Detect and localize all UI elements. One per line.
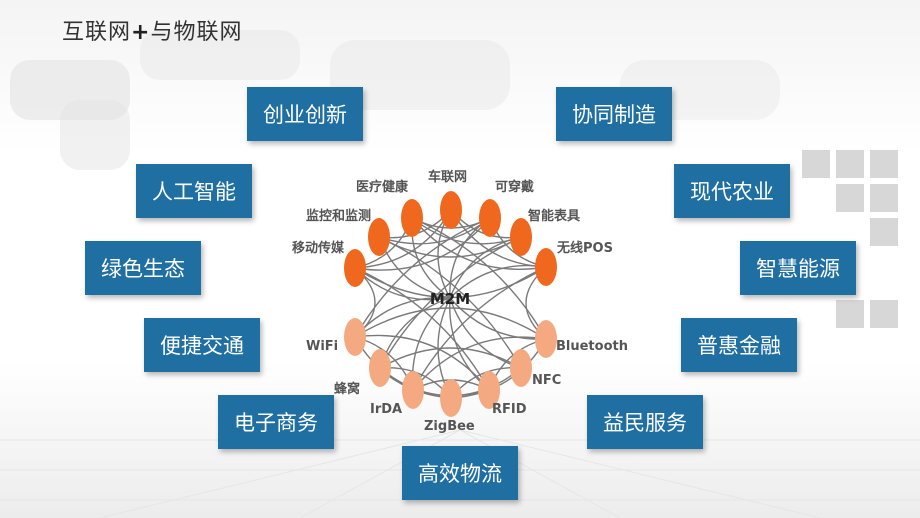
m2m-center-label: M2M (430, 290, 470, 308)
network-link (412, 336, 547, 391)
title-plus: + (131, 20, 151, 45)
top-5-node (510, 218, 532, 256)
network-link (411, 217, 547, 340)
top-2-node (401, 199, 423, 237)
top-0-node (344, 249, 366, 287)
title-part2: 与物联网 (150, 20, 243, 45)
network-link (449, 297, 522, 369)
box-xietong[interactable]: 协同制造 (556, 87, 672, 141)
network-link (411, 217, 522, 245)
bottom-0-label: WiFi (306, 339, 338, 354)
network-link (449, 297, 547, 340)
bottom-0-node (344, 318, 366, 356)
box-lvse[interactable]: 绿色生态 (85, 241, 201, 295)
network-link (378, 217, 491, 245)
top-3-label: 车联网 (428, 169, 467, 185)
top-4-node (479, 199, 501, 237)
network-link (412, 266, 547, 391)
top-1-label: 监控和监测 (306, 208, 371, 224)
box-puhui[interactable]: 普惠金融 (681, 318, 797, 372)
bottom-1-label: 蜂窝 (334, 381, 360, 397)
top-0-label: 移动传媒 (292, 240, 345, 256)
top-1-node (368, 218, 390, 256)
bottom-5-label: NFC (532, 373, 561, 388)
bottom-1-node (369, 349, 391, 387)
bottom-6-label: Bluetooth (556, 339, 628, 354)
network-link (354, 307, 547, 340)
box-gaoxiao[interactable]: 高效物流 (402, 446, 518, 500)
title-part1: 互联网 (62, 20, 132, 45)
box-bianjie[interactable]: 便捷交通 (144, 318, 260, 372)
bottom-2-label: IrDA (370, 402, 402, 417)
network-link (411, 217, 547, 270)
top-6-label: 无线POS (556, 240, 613, 256)
bottom-4-label: RFID (492, 402, 527, 417)
top-5-label: 智能表具 (528, 208, 580, 224)
top-2-label: 医疗健康 (356, 179, 409, 195)
bottom-2-node (402, 371, 424, 409)
network-link (379, 347, 522, 369)
top-6-node (535, 248, 557, 286)
bottom-3-label: ZigBee (424, 419, 475, 434)
top-3-node (440, 191, 462, 229)
box-yimin[interactable]: 益民服务 (587, 395, 703, 449)
bottom-6-node (535, 320, 557, 358)
bottom-5-node (510, 349, 532, 387)
network-link (354, 217, 491, 338)
top-4-label: 可穿戴 (495, 179, 534, 195)
box-chuangye[interactable]: 创业创新 (247, 87, 363, 141)
box-xiandai[interactable]: 现代农业 (674, 164, 790, 218)
box-rengong[interactable]: 人工智能 (136, 164, 252, 218)
bottom-4-node (478, 371, 500, 409)
box-dianzi[interactable]: 电子商务 (218, 395, 334, 449)
box-zhihui[interactable]: 智慧能源 (740, 241, 856, 295)
page-title: 互联网+与物联网 (62, 14, 242, 46)
bottom-3-node (440, 379, 462, 417)
network-link (379, 236, 522, 369)
network-link (412, 367, 522, 397)
network-link (354, 267, 490, 391)
network-link (378, 236, 522, 369)
